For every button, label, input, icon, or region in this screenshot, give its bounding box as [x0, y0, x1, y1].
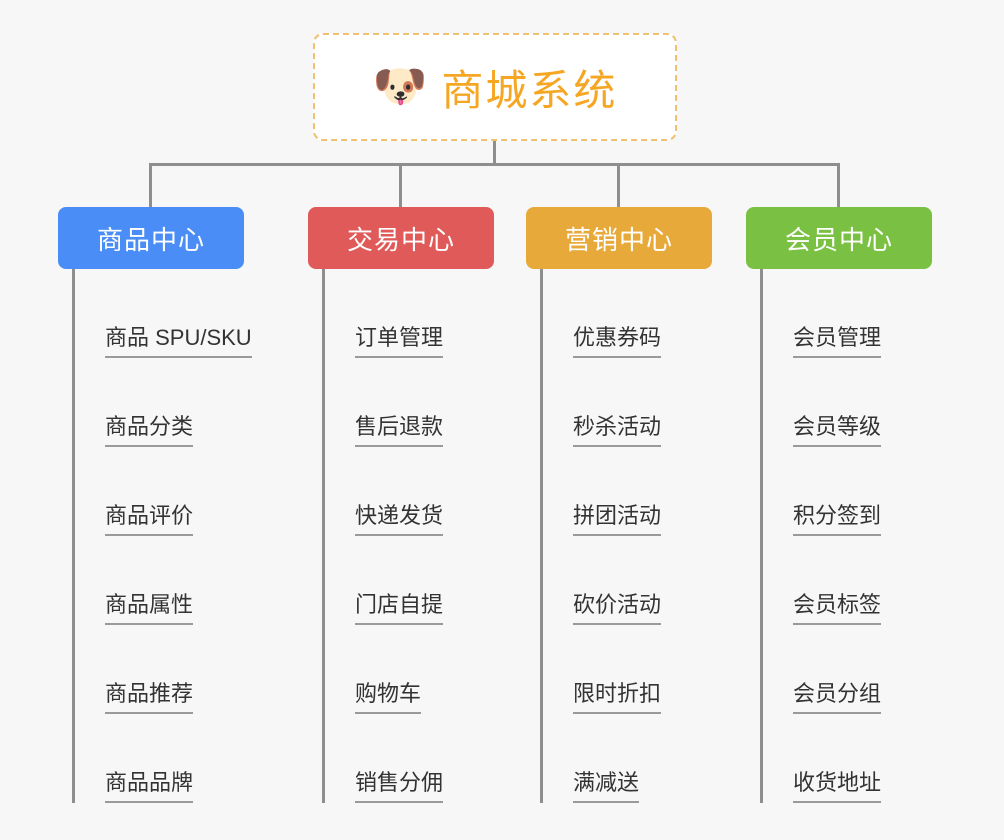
list-item[interactable]: 订单管理 — [325, 269, 494, 358]
list-item[interactable]: 限时折扣 — [543, 625, 712, 714]
leaf-label: 会员分组 — [793, 681, 882, 714]
category-title: 会员中心 — [784, 224, 893, 255]
leaf-label: 会员管理 — [793, 325, 882, 358]
leaf-trunk-marketing-center: 优惠券码 秒杀活动 拼团活动 砍价活动 限时折扣 满减送 — [540, 269, 712, 803]
leaf-label: 售后退款 — [355, 414, 444, 447]
list-item[interactable]: 收货地址 — [763, 714, 932, 803]
root-title: 商城系统 — [441, 66, 618, 114]
connector-drop-4 — [837, 163, 840, 207]
leaf-label: 订单管理 — [355, 325, 444, 358]
leaf-label: 商品属性 — [105, 592, 194, 625]
leaf-label: 快递发货 — [355, 503, 444, 536]
list-item[interactable]: 快递发货 — [325, 447, 494, 536]
leaf-label: 收货地址 — [793, 770, 882, 803]
leaf-label: 秒杀活动 — [573, 414, 662, 447]
list-item[interactable]: 会员分组 — [763, 625, 932, 714]
list-item[interactable]: 门店自提 — [325, 536, 494, 625]
list-item[interactable]: 售后退款 — [325, 358, 494, 447]
leaf-label: 拼团活动 — [573, 503, 662, 536]
leaf-label: 门店自提 — [355, 592, 444, 625]
list-item[interactable]: 购物车 — [325, 625, 494, 714]
leaf-trunk-member-center: 会员管理 会员等级 积分签到 会员标签 会员分组 收货地址 — [760, 269, 932, 803]
list-item[interactable]: 商品品牌 — [75, 714, 244, 803]
list-item[interactable]: 拼团活动 — [543, 447, 712, 536]
category-title: 营销中心 — [564, 224, 673, 255]
list-item[interactable]: 商品属性 — [75, 536, 244, 625]
connector-drop-3 — [617, 163, 620, 207]
list-item[interactable]: 积分签到 — [763, 447, 932, 536]
category-header-trade-center[interactable]: 交易中心 — [308, 207, 494, 269]
leaf-label: 销售分佣 — [355, 770, 444, 803]
leaf-label: 商品 SPU/SKU — [105, 325, 252, 358]
leaf-label: 商品分类 — [105, 414, 194, 447]
leaf-trunk-trade-center: 订单管理 售后退款 快递发货 门店自提 购物车 销售分佣 — [322, 269, 494, 803]
list-item[interactable]: 商品分类 — [75, 358, 244, 447]
branch-member-center: 会员中心 会员管理 会员等级 积分签到 会员标签 会员分组 收货地址 — [746, 207, 932, 803]
leaf-label: 会员等级 — [793, 414, 882, 447]
list-item[interactable]: 秒杀活动 — [543, 358, 712, 447]
leaf-label: 优惠券码 — [573, 325, 662, 358]
branch-marketing-center: 营销中心 优惠券码 秒杀活动 拼团活动 砍价活动 限时折扣 满减送 — [526, 207, 712, 803]
category-header-product-center[interactable]: 商品中心 — [58, 207, 244, 269]
list-item[interactable]: 商品 SPU/SKU — [75, 269, 252, 358]
leaf-label: 商品品牌 — [105, 770, 194, 803]
branch-trade-center: 交易中心 订单管理 售后退款 快递发货 门店自提 购物车 销售分佣 — [308, 207, 494, 803]
leaf-label: 砍价活动 — [573, 592, 662, 625]
list-item[interactable]: 会员管理 — [763, 269, 932, 358]
list-item[interactable]: 商品评价 — [75, 447, 244, 536]
branch-product-center: 商品中心 商品 SPU/SKU 商品分类 商品评价 商品属性 商品推荐 商品品牌 — [58, 207, 252, 803]
leaf-label: 会员标签 — [793, 592, 882, 625]
leaf-label: 满减送 — [573, 770, 640, 803]
leaf-label: 积分签到 — [793, 503, 882, 536]
category-title: 商品中心 — [96, 224, 205, 255]
list-item[interactable]: 砍价活动 — [543, 536, 712, 625]
list-item[interactable]: 满减送 — [543, 714, 712, 803]
connector-drop-2 — [399, 163, 402, 207]
leaf-label: 商品评价 — [105, 503, 194, 536]
root-node[interactable]: 🐶 商城系统 — [313, 33, 677, 141]
connector-root-stem — [493, 141, 496, 165]
category-title: 交易中心 — [346, 224, 455, 255]
list-item[interactable]: 商品推荐 — [75, 625, 244, 714]
dog-face-icon: 🐶 — [372, 62, 428, 111]
category-header-member-center[interactable]: 会员中心 — [746, 207, 932, 269]
list-item[interactable]: 优惠券码 — [543, 269, 712, 358]
connector-horizontal-bus — [149, 163, 840, 166]
leaf-label: 商品推荐 — [105, 681, 194, 714]
connector-drop-1 — [149, 163, 152, 207]
list-item[interactable]: 销售分佣 — [325, 714, 494, 803]
leaf-trunk-product-center: 商品 SPU/SKU 商品分类 商品评价 商品属性 商品推荐 商品品牌 — [72, 269, 252, 803]
list-item[interactable]: 会员等级 — [763, 358, 932, 447]
category-header-marketing-center[interactable]: 营销中心 — [526, 207, 712, 269]
list-item[interactable]: 会员标签 — [763, 536, 932, 625]
leaf-label: 购物车 — [355, 681, 422, 714]
leaf-label: 限时折扣 — [573, 681, 662, 714]
